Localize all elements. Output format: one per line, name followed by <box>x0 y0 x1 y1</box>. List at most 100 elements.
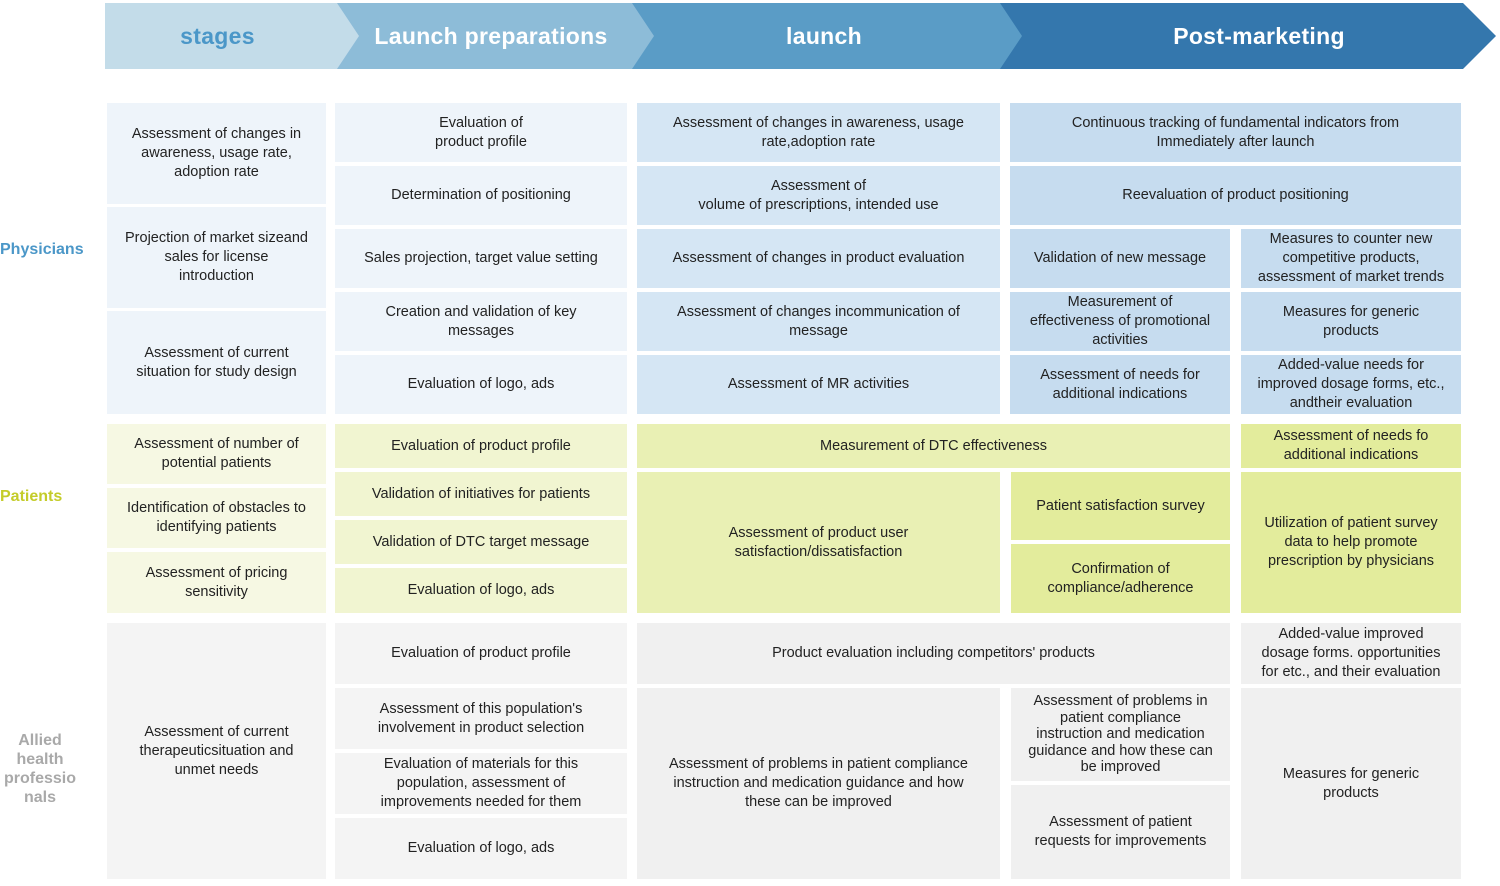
physicians-post-cell: Validation of new message <box>1010 229 1230 288</box>
cell-text-line: adoption rate <box>174 164 259 180</box>
cell-text: Utilization of patient survey data to hel… <box>1264 514 1437 571</box>
physicians-launch-cell: Assessment of MR activities <box>637 355 1000 414</box>
cell-text-line: Determination of positioning <box>391 187 571 203</box>
cell-text: Validation of DTC target message <box>373 533 590 552</box>
allied-label-line: professio <box>4 770 77 787</box>
allied-launch-cell: Product evaluation including competitors… <box>637 623 1230 684</box>
cell-text-line: instruction and medication guidance and … <box>673 775 964 791</box>
cell-text-line: Evaluation of logo, ads <box>407 582 555 598</box>
allied-label-line: Allied <box>18 732 62 749</box>
post-marketing-arrow <box>1000 3 1496 69</box>
physicians-prep-cell: Determination of positioning <box>335 166 627 225</box>
allied-prep-cell: Evaluation of product profile <box>335 623 627 684</box>
cell-text-line: Added-value improved <box>1278 626 1424 642</box>
cell-text-line: products <box>1323 322 1379 339</box>
cell-text-line: Assessment of <box>770 177 867 194</box>
cell-text-line: population, assessment of <box>396 775 566 791</box>
cell-text-line: Creation and validation of key <box>385 303 577 320</box>
cell-text: Validation of initiatives for patients <box>372 485 590 504</box>
cell-text: Evaluation of product profile <box>391 644 571 663</box>
allied-label-line: health <box>16 751 64 768</box>
cell-text-line: Utilization of patient survey <box>1264 515 1438 531</box>
cell-text-line: rate,adoption rate <box>761 133 876 150</box>
cell-text-line: message <box>789 322 848 339</box>
cell-text-line: therapeuticsituation and <box>139 742 294 759</box>
stage-arrows <box>105 3 1496 69</box>
patients-prep-cell: Validation of initiatives for patients <box>335 472 627 516</box>
allied-prep-cell: Evaluation of logo, ads <box>335 818 627 879</box>
cell-text-line: Assessment of number of <box>134 436 299 452</box>
physicians-post-cell: Continuous tracking of fundamental indic… <box>1010 103 1461 162</box>
cell-text-line: Confirmation of <box>1071 560 1170 577</box>
cell-text-line: awareness, usage rate, <box>141 145 292 161</box>
cell-text-line: situation for study design <box>136 363 297 380</box>
patients-launch-cell: Measurement of DTC effectiveness <box>637 424 1230 468</box>
cell-text-line: Assessment of patient <box>1049 814 1192 830</box>
cell-text-line: for etc., and their evaluation <box>1261 664 1441 680</box>
cell-text: Assessment of changes in product evaluat… <box>673 249 965 268</box>
cell-text-line: Evaluation of product profile <box>391 437 571 454</box>
cell-text-line: Evaluation of product profile <box>391 645 571 661</box>
cell-text: Confirmation of compliance/adherence <box>1048 560 1194 598</box>
cell-text-line: dosage forms. opportunities <box>1261 645 1441 661</box>
cell-text-line: Measures for generic <box>1282 303 1420 320</box>
cell-text-line: Assessment of changes in awareness, usag… <box>673 114 964 131</box>
allied-label-line: nals <box>23 789 56 806</box>
patients-launch-cell: Confirmation of compliance/adherence <box>1011 544 1230 613</box>
cell-text-line: identifying patients <box>156 519 277 535</box>
cell-text-line: Assessment of this population's <box>379 700 583 717</box>
cell-text-line: data to help promote <box>1284 534 1418 550</box>
cell-text-line: Added-value needs for <box>1278 357 1424 373</box>
cell-text-line: messages <box>447 322 515 339</box>
cell-text-line: Assessment of product user <box>728 524 909 541</box>
cell-text-line: satisfaction/dissatisfaction <box>734 543 903 560</box>
cell-text-line: compliance/adherence <box>1047 579 1194 596</box>
cell-text: Determination of positioning <box>391 186 571 205</box>
cell-text-line: Validation of new message <box>1033 250 1207 266</box>
cell-text-line: Assessment of MR activities <box>727 376 910 392</box>
patients-launch-cell: Assessment of product user satisfaction/d… <box>637 472 1000 613</box>
cell-text-line: Continuous tracking of fundamental indic… <box>1071 114 1400 131</box>
cell-text: Patient satisfaction survey <box>1036 497 1204 516</box>
cell-text-line: Validation of DTC target message <box>372 533 590 550</box>
cell-text-line: competitive products, <box>1282 250 1420 266</box>
cell-text-line: prescription by physicians <box>1267 553 1435 569</box>
launch-preparations-header: Launch preparations <box>374 23 608 49</box>
physicians-prep-cell: Creation and validation of key messages <box>335 292 627 351</box>
cell-text-line: Validation of initiatives for patients <box>371 485 591 502</box>
cell-text-line: patient compliance <box>1060 709 1181 726</box>
cell-text-line: Measurement of DTC effectiveness <box>820 437 1047 454</box>
cell-text-line: introduction <box>179 268 254 284</box>
cell-text-line: product profile <box>435 133 527 150</box>
cell-text-line: additional indications <box>1052 385 1188 402</box>
cell-text-line: Assessment of current <box>144 723 289 740</box>
cell-text: Creation and validation of key messages <box>385 303 576 341</box>
cell-text: Product evaluation including competitors… <box>772 644 1095 663</box>
physicians-launch-cell: Assessment of changes in product evaluat… <box>637 229 1000 288</box>
cell-text-line: Evaluation of logo, ads <box>407 376 555 392</box>
patients-launch-cell: Patient satisfaction survey <box>1011 472 1230 540</box>
physicians-prep-cell: Evaluation of logo, ads <box>335 355 627 414</box>
cell-text-line: be improved <box>1080 759 1161 776</box>
